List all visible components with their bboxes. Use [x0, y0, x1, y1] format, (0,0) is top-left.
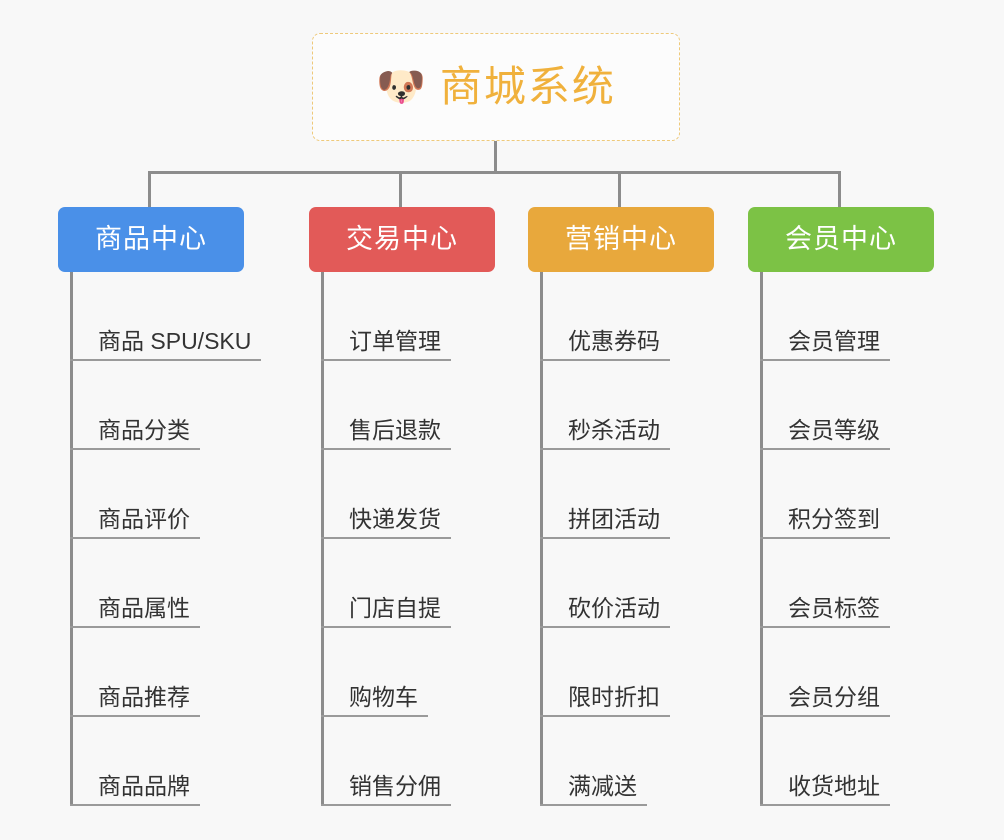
- leaf-label: 满减送: [540, 773, 647, 806]
- root-title: 商城系统: [439, 63, 616, 110]
- leaf-label: 砍价活动: [540, 595, 670, 628]
- leaf-label: 商品分类: [70, 417, 200, 450]
- root-node[interactable]: 🐶 商城系统: [312, 33, 680, 141]
- branch-header-trade[interactable]: 交易中心: [309, 207, 495, 272]
- leaf-label: 优惠券码: [540, 328, 670, 361]
- leaf-list-trade: 订单管理 售后退款 快递发货 门店自提 购物车 销售分佣: [321, 272, 495, 806]
- leaf-label: 商品属性: [70, 595, 200, 628]
- branch-header-product[interactable]: 商品中心: [58, 207, 244, 272]
- dog-face-icon: 🐶: [376, 65, 426, 109]
- connector-drop-1: [148, 171, 151, 209]
- list-item[interactable]: 订单管理: [321, 272, 495, 361]
- branch-column-trade: 交易中心 订单管理 售后退款 快递发货 门店自提 购物车 销售分佣: [309, 207, 495, 822]
- branch-column-marketing: 营销中心 优惠券码 秒杀活动 拼团活动 砍价活动 限时折扣 满减送: [528, 207, 714, 822]
- list-item[interactable]: 购物车: [321, 628, 495, 717]
- branch-column-member: 会员中心 会员管理 会员等级 积分签到 会员标签 会员分组 收货地址: [748, 207, 934, 822]
- connector-drop-2: [399, 171, 402, 209]
- list-item[interactable]: 会员等级: [760, 361, 934, 450]
- list-item[interactable]: 满减送: [540, 717, 714, 806]
- list-item[interactable]: 限时折扣: [540, 628, 714, 717]
- leaf-label: 会员标签: [760, 595, 890, 628]
- leaf-label: 限时折扣: [540, 684, 670, 717]
- leaf-label: 售后退款: [321, 417, 451, 450]
- list-item[interactable]: 商品品牌: [70, 717, 244, 806]
- leaf-label: 商品推荐: [70, 684, 200, 717]
- connector-root-stem: [494, 141, 497, 173]
- leaf-label: 商品品牌: [70, 773, 200, 806]
- leaf-label: 快递发货: [321, 506, 451, 539]
- connector-horizontal-bus: [148, 171, 841, 174]
- list-item[interactable]: 秒杀活动: [540, 361, 714, 450]
- leaf-label: 秒杀活动: [540, 417, 670, 450]
- list-item[interactable]: 拼团活动: [540, 450, 714, 539]
- list-item[interactable]: 商品评价: [70, 450, 244, 539]
- list-item[interactable]: 会员管理: [760, 272, 934, 361]
- leaf-label: 收货地址: [760, 773, 890, 806]
- list-item[interactable]: 会员分组: [760, 628, 934, 717]
- leaf-list-product: 商品 SPU/SKU 商品分类 商品评价 商品属性 商品推荐 商品品牌: [70, 272, 262, 806]
- leaf-label: 会员分组: [760, 684, 890, 717]
- list-item[interactable]: 商品推荐: [70, 628, 244, 717]
- leaf-label: 积分签到: [760, 506, 890, 539]
- leaf-list-member: 会员管理 会员等级 积分签到 会员标签 会员分组 收货地址: [760, 272, 934, 806]
- branch-column-product: 商品中心 商品 SPU/SKU 商品分类 商品评价 商品属性 商品推荐 商品品牌: [58, 207, 262, 822]
- leaf-label: 购物车: [321, 684, 428, 717]
- leaf-label: 门店自提: [321, 595, 451, 628]
- leaf-label: 会员管理: [760, 328, 890, 361]
- list-item[interactable]: 快递发货: [321, 450, 495, 539]
- leaf-list-marketing: 优惠券码 秒杀活动 拼团活动 砍价活动 限时折扣 满减送: [540, 272, 714, 806]
- list-item[interactable]: 收货地址: [760, 717, 934, 806]
- list-item[interactable]: 砍价活动: [540, 539, 714, 628]
- list-item[interactable]: 商品 SPU/SKU: [70, 272, 262, 361]
- list-item[interactable]: 会员标签: [760, 539, 934, 628]
- list-item[interactable]: 门店自提: [321, 539, 495, 628]
- branch-header-marketing[interactable]: 营销中心: [528, 207, 714, 272]
- connector-drop-3: [618, 171, 621, 209]
- list-item[interactable]: 售后退款: [321, 361, 495, 450]
- leaf-label: 销售分佣: [321, 773, 451, 806]
- list-item[interactable]: 销售分佣: [321, 717, 495, 806]
- leaf-label: 会员等级: [760, 417, 890, 450]
- leaf-label: 订单管理: [321, 328, 451, 361]
- list-item[interactable]: 优惠券码: [540, 272, 714, 361]
- list-item[interactable]: 商品属性: [70, 539, 244, 628]
- list-item[interactable]: 积分签到: [760, 450, 934, 539]
- connector-drop-4: [838, 171, 841, 209]
- leaf-label: 拼团活动: [540, 506, 670, 539]
- leaf-label: 商品评价: [70, 506, 200, 539]
- branch-header-member[interactable]: 会员中心: [748, 207, 934, 272]
- list-item[interactable]: 商品分类: [70, 361, 244, 450]
- leaf-label: 商品 SPU/SKU: [70, 328, 262, 361]
